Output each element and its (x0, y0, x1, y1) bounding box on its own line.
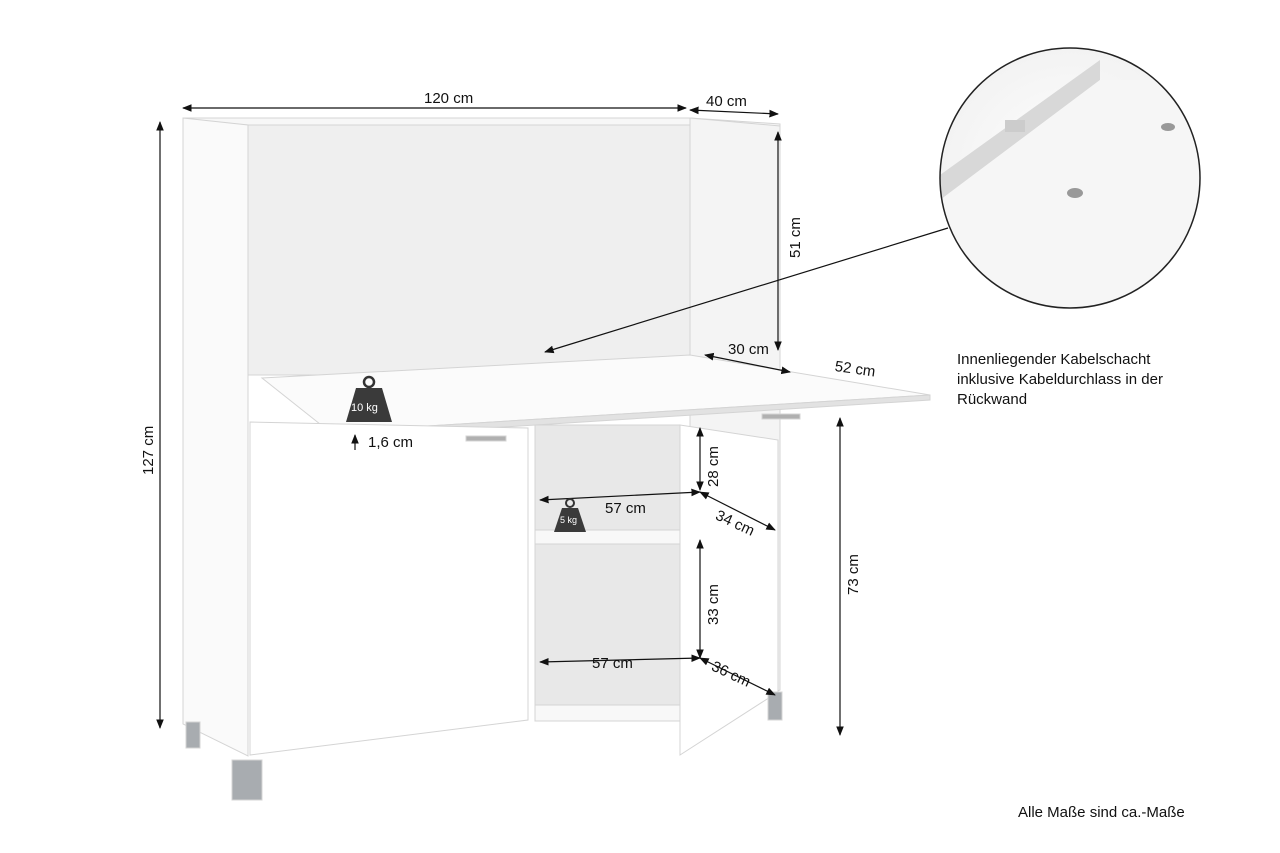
width-label: 120 cm (424, 90, 474, 107)
left-side-panel (182, 117, 249, 757)
back-panel (247, 124, 691, 376)
dimension-lines (156, 104, 949, 736)
shelf-bottom-width-label: 57 cm (592, 655, 633, 672)
depth-label: 40 cm (706, 93, 747, 110)
footer-note: Alle Maße sind ca.-Maße (1018, 804, 1185, 821)
handle-right (761, 413, 801, 420)
left-door (249, 421, 529, 756)
leg (231, 759, 263, 801)
note-line: inklusive Kabeldurchlass in der (957, 371, 1163, 388)
shelf-bottom-height-label: 33 cm (705, 584, 722, 625)
shelf-opening (534, 424, 681, 721)
height-label: 127 cm (140, 425, 157, 475)
desk-height-label: 73 cm (845, 554, 862, 595)
note-line: Rückwand (957, 391, 1028, 408)
right-door-open (679, 424, 779, 756)
note-line: Innenliegender Kabelschacht (957, 351, 1151, 368)
shelf-top-height-label: 28 cm (705, 446, 722, 487)
cabinet (182, 117, 931, 801)
detail-inset (939, 47, 1201, 309)
weight-icon (554, 498, 586, 532)
flap-load-label: 10 kg (351, 402, 378, 414)
shelf-load-label: 5 kg (560, 515, 578, 525)
weight-icon (346, 375, 392, 422)
shelf-bottom-board (534, 704, 681, 722)
flap-thickness-label: 1,6 cm (368, 434, 414, 451)
shelf-top (534, 529, 681, 545)
flap-depth-label: 30 cm (728, 341, 769, 358)
leg (185, 721, 201, 749)
handle-left (465, 435, 507, 442)
leg (767, 691, 783, 721)
cable-duct-note: Innenliegender Kabelschacht inklusive Ka… (957, 350, 1163, 410)
upper-height-label: 51 cm (787, 217, 804, 258)
shelf-top-width-label: 57 cm (605, 500, 646, 517)
